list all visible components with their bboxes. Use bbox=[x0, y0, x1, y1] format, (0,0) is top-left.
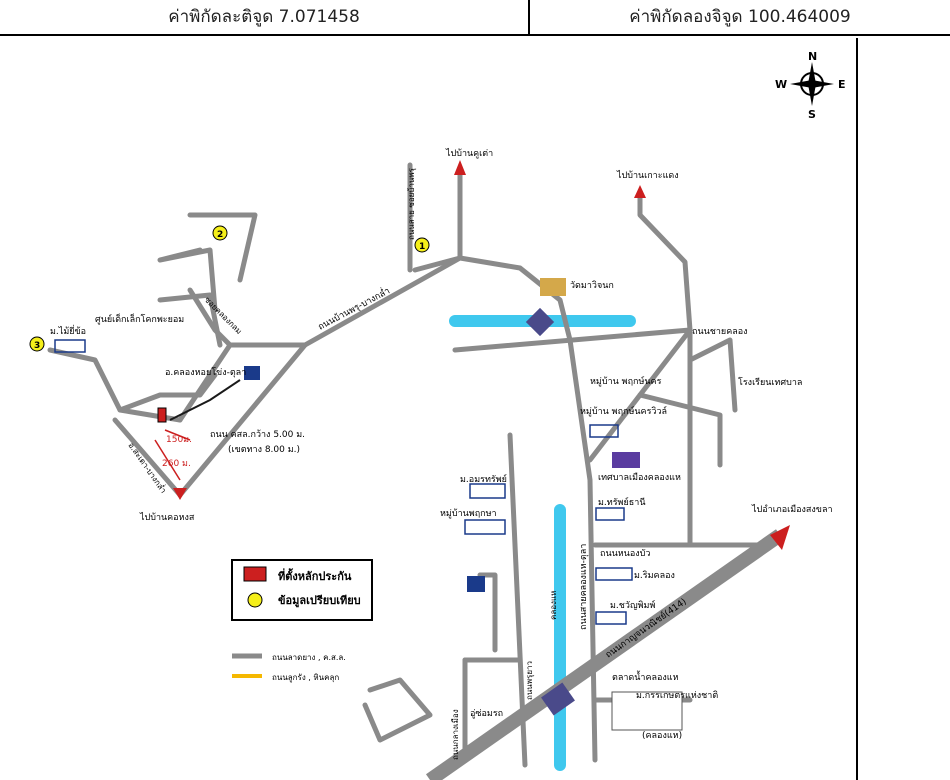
legend-item-1: ที่ตั้งหลักประกัน bbox=[278, 568, 352, 583]
label-dist-150: 150ม. bbox=[166, 435, 192, 445]
label-village-2: หมู่บ้าน พฤกษ์นครวิวล์ bbox=[580, 405, 667, 417]
temple-icon-2 bbox=[467, 576, 485, 592]
compass-s: S bbox=[808, 108, 816, 121]
label-note-1: ถนน คสล.กว้าง 5.00 ม. bbox=[210, 429, 305, 440]
label-village-1: หมู่บ้าน พฤกษ์นคร bbox=[590, 375, 662, 387]
label-village-5: ม.ริมคลอง bbox=[634, 570, 675, 581]
point-3-label: 3 bbox=[34, 341, 40, 351]
compass-w: W bbox=[775, 78, 787, 91]
label-road-v4: ถนนสาย ซอยบ้านพรุ bbox=[407, 167, 416, 240]
wat-icon bbox=[540, 278, 566, 296]
distance-lines bbox=[154, 429, 191, 481]
label-road-h2: ถนนหนองบัว bbox=[600, 549, 650, 559]
compass-icon: N S E W bbox=[775, 50, 846, 121]
label-ban-mai: ม.ไม้ยี่ข้อ bbox=[50, 324, 86, 337]
label-to-ban-ku-tao: ไปบ้านคูเต่า bbox=[445, 148, 493, 159]
label-road-sub: อ.คลองหอยโข่ง-ตุลา bbox=[165, 367, 246, 378]
compass-n: N bbox=[808, 50, 817, 63]
label-note-2: (เขตทาง 8.00 ม.) bbox=[228, 445, 300, 455]
label-garage: อู่ซ่อมรถ bbox=[470, 709, 503, 719]
point-2-label: 2 bbox=[217, 230, 223, 240]
label-village-6: ม.ชวัญพิมพ์ bbox=[610, 599, 655, 611]
label-school: โรงเรียนเทศบาล bbox=[738, 377, 802, 388]
small-roads bbox=[169, 379, 241, 421]
compass-e: E bbox=[838, 78, 846, 91]
label-dist-260: 260 ม. bbox=[162, 459, 191, 469]
label-wat: วัดมาวิจนก bbox=[570, 280, 614, 291]
direction-arrows bbox=[173, 160, 646, 500]
label-canal: คลองแห bbox=[549, 591, 558, 620]
label-nat-mosque-2: (คลองแห) bbox=[642, 731, 682, 741]
label-village-4: ม.ทรัพย์ธานี bbox=[598, 496, 645, 508]
collateral-marker bbox=[157, 407, 167, 423]
label-road-ban-kho: ถนนบ้านพรุ-บางกล่ำ bbox=[315, 284, 392, 333]
label-road-v3: ถนนกลางเมือง bbox=[451, 709, 460, 760]
label-to-mueang-songkhla: ไปอำเภอเมืองสงขลา bbox=[751, 504, 833, 515]
header-bar: ค่าพิกัดละติจูด 7.071458 ค่าพิกัดลองจิจู… bbox=[0, 0, 950, 36]
point-1-label: 1 bbox=[419, 242, 425, 252]
legend-road-2: ถนนลูกรัง , หินคลุก bbox=[272, 673, 339, 683]
label-village-7: ม.อมรทรัพย์ bbox=[460, 473, 507, 485]
label-nat-mosque: ม.กรรเกษตรแห่งชาติ bbox=[636, 690, 718, 701]
label-municipality: เทศบาลเมืองคลองแห bbox=[598, 472, 681, 483]
label-to-ban-khok-yang: ไปบ้านคอหงส bbox=[139, 512, 195, 523]
municipality-icon bbox=[612, 452, 640, 468]
label-village-8: หมู่บ้านพฤกษา bbox=[440, 508, 497, 519]
label-road-h3: ถนนชายคลอง bbox=[692, 327, 748, 337]
latitude-label: ค่าพิกัดละติจูด 7.071458 bbox=[168, 7, 360, 27]
longitude-label: ค่าพิกัดลองจิจูด 100.464009 bbox=[629, 7, 851, 27]
legend-road-1: ถนนลาดยาง , ค.ส.ล. bbox=[272, 653, 346, 662]
building-icon bbox=[611, 691, 683, 731]
label-to-ban-kob: ไปบ้านเกาะแดง bbox=[616, 170, 679, 181]
highway-414 bbox=[425, 525, 790, 780]
label-road-v2: ถนนพรุยาว bbox=[525, 661, 534, 700]
header-divider bbox=[528, 0, 530, 34]
legend: ที่ตั้งหลักประกัน ข้อมูลเปรียบเทียบ ถนนล… bbox=[231, 559, 373, 683]
house-icons bbox=[54, 339, 633, 625]
label-community-center: ศูนย์เด็กเล็กโคกพะยอม bbox=[95, 312, 184, 325]
temple-icon-1 bbox=[244, 366, 260, 380]
canals bbox=[449, 307, 636, 771]
label-road-v1: ถนนสายคลองแห-ตุลา bbox=[579, 544, 589, 630]
legend-item-2: ข้อมูลเปรียบเทียบ bbox=[278, 594, 361, 608]
comparison-points bbox=[29, 225, 430, 352]
label-market: ตลาดน้ำคลองแห bbox=[612, 670, 679, 683]
map-frame bbox=[0, 38, 858, 780]
